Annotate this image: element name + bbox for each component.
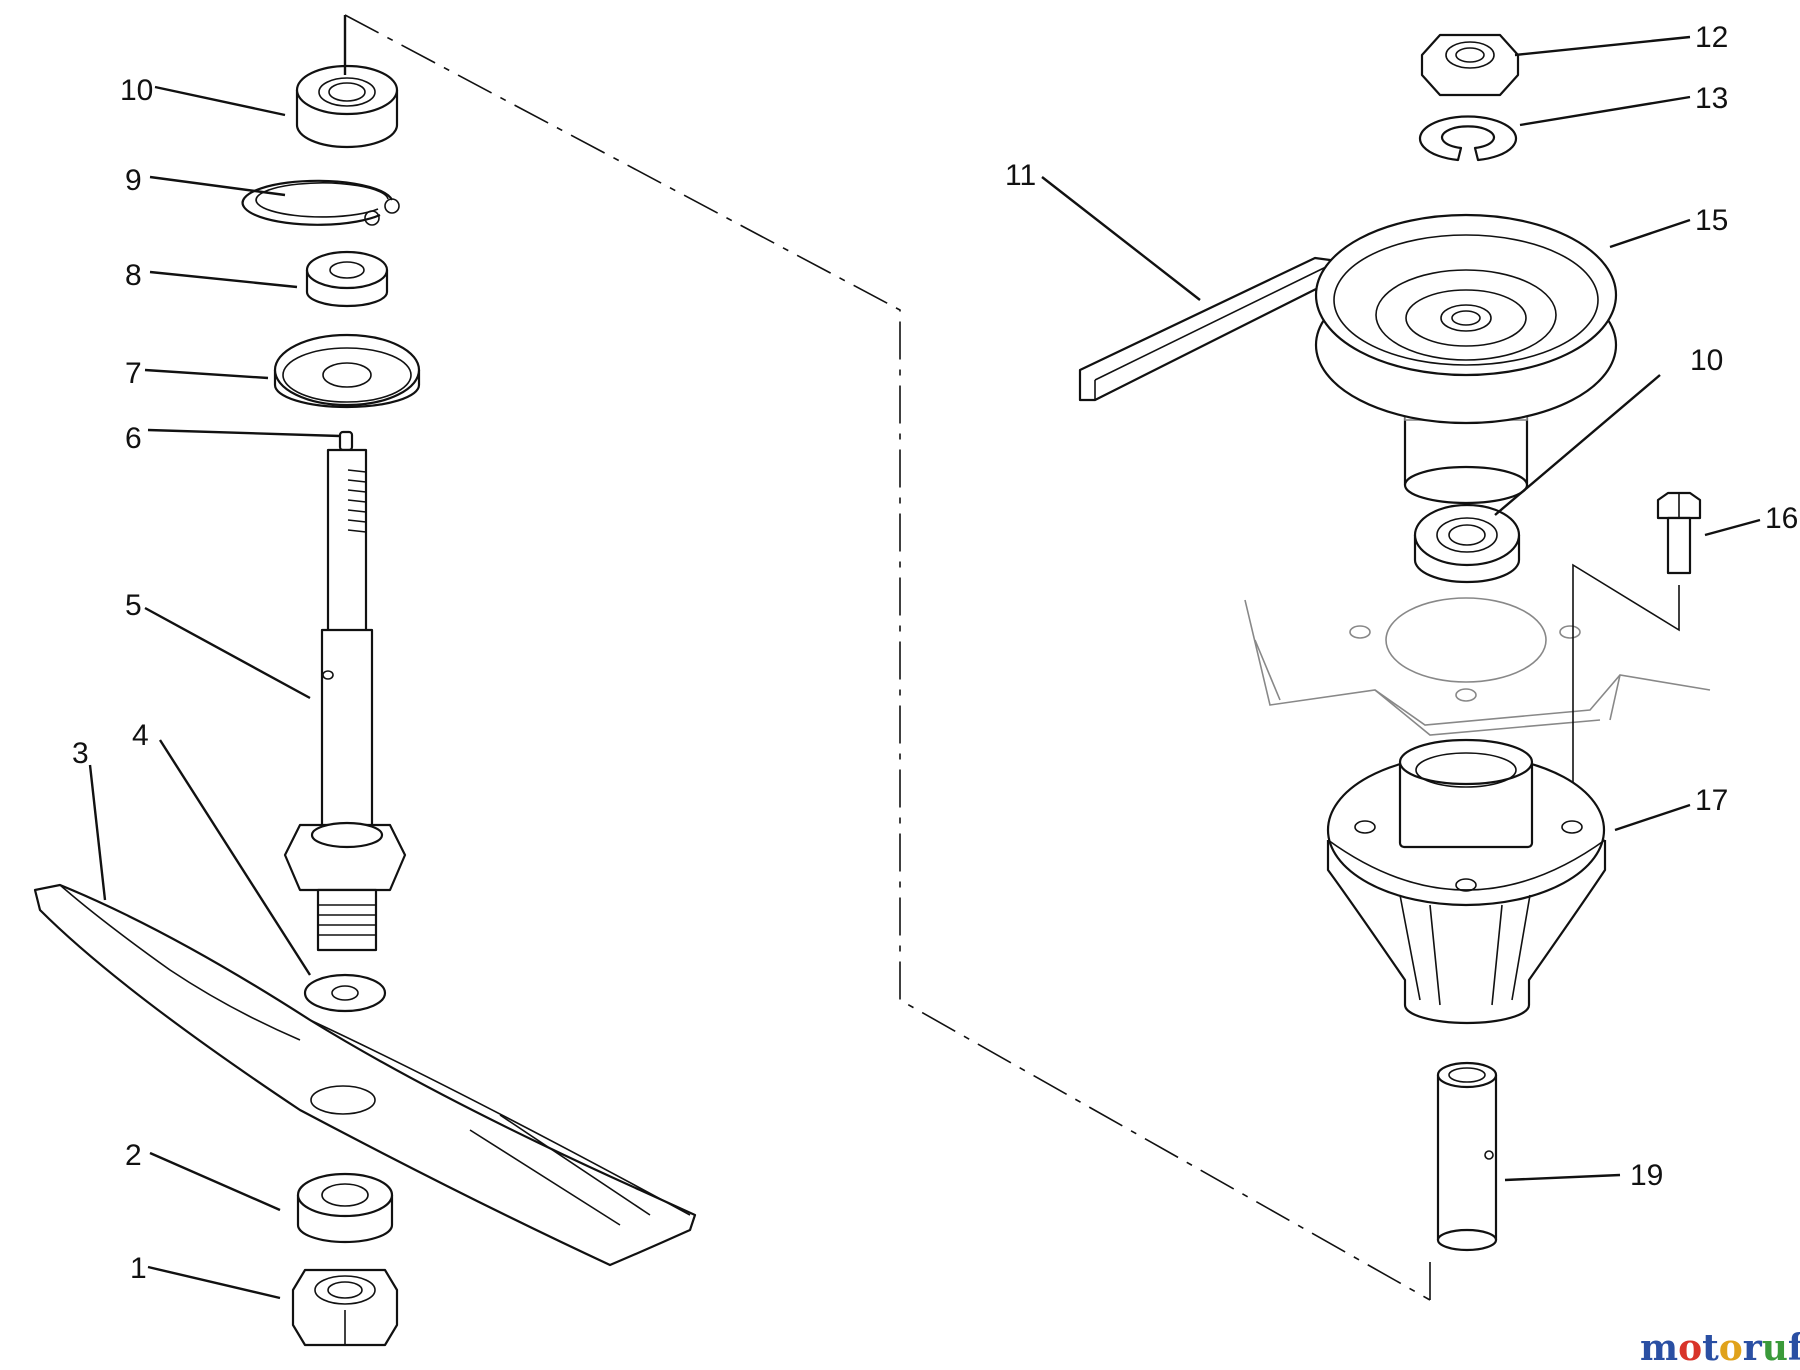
section-divider-dashed-line: [344, 14, 1431, 1301]
callout-labels: 10 9 8 7 6 5 4 3 2 1 11 12 13 15 10 16 1…: [72, 21, 1798, 1285]
part-1-nut: [291, 1268, 399, 1347]
part-7-dust-cup: [273, 333, 421, 409]
mower-deck-plate: [1244, 597, 1711, 736]
part-11-key: [1078, 256, 1332, 402]
callout-5: 5: [125, 589, 142, 622]
part-6-grease-fitting: [338, 430, 354, 452]
watermark-logo: motoruf.de: [1640, 1327, 1800, 1369]
callout-13: 13: [1695, 82, 1728, 115]
part-4-washer: [303, 973, 387, 1013]
part-15-pulley: [1314, 213, 1618, 505]
callout-8: 8: [125, 259, 142, 292]
callout-12: 12: [1695, 21, 1728, 54]
callout-2: 2: [125, 1139, 142, 1172]
callout-4: 4: [132, 719, 149, 752]
callout-1: 1: [130, 1252, 147, 1285]
part-19-spacer-tube: [1436, 1061, 1498, 1252]
part-8-spacer: [305, 250, 389, 308]
callout-17: 17: [1695, 784, 1728, 817]
callout-19: 19: [1630, 1159, 1663, 1192]
callout-10-left: 10: [120, 74, 153, 107]
part-10-bearing-top: [295, 64, 399, 149]
callout-11: 11: [1005, 159, 1036, 192]
callout-10-right: 10: [1690, 344, 1723, 377]
callout-16: 16: [1765, 502, 1798, 535]
callout-leaders: [88, 15, 1761, 1300]
part-13-lock-washer: [1418, 115, 1518, 162]
bolt-alignment-path: [1572, 563, 1680, 820]
callout-9: 9: [125, 164, 142, 197]
part-10-bearing-right: [1413, 503, 1521, 584]
part-5-spindle-shaft: [283, 448, 407, 952]
part-16-bolt: [1656, 491, 1702, 575]
callout-6: 6: [125, 422, 142, 455]
callout-3: 3: [72, 737, 89, 770]
part-17-spindle-housing: [1326, 738, 1607, 1025]
part-2-spacer: [296, 1172, 394, 1244]
part-9-snap-ring: [241, 179, 400, 226]
callout-15: 15: [1695, 204, 1728, 237]
part-3-blade: [33, 883, 697, 1267]
part-12-nut: [1420, 33, 1520, 97]
watermark-text: motoruf.de: [1640, 1327, 1800, 1369]
callout-7: 7: [125, 357, 142, 390]
